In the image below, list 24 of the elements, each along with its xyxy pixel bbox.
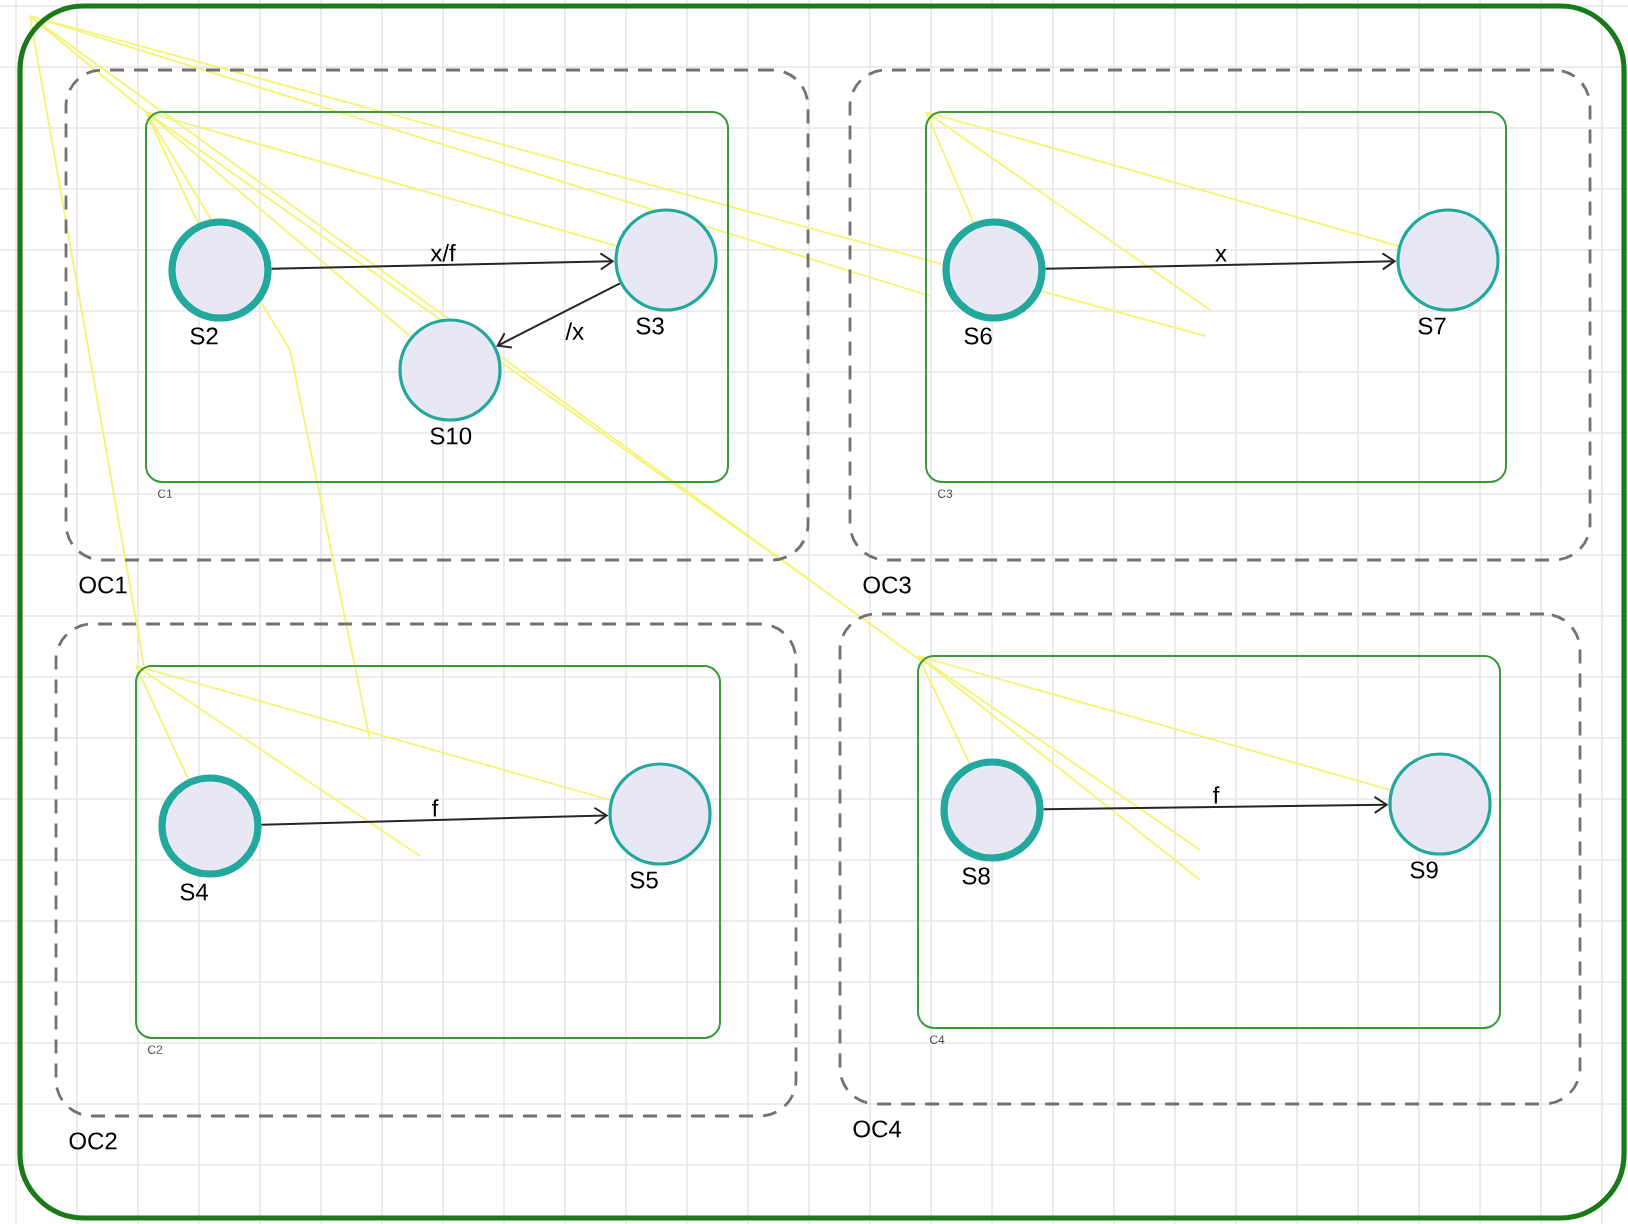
state-label: S3 [636,317,664,335]
frame [17,3,1627,1221]
state-label: S4 [180,883,209,901]
state-label: S10 [430,427,472,445]
edge-label: /x [565,322,584,341]
state-label: S5 [630,871,658,889]
state-label: S8 [962,867,990,885]
state-label: S2 [190,327,218,345]
node-label: OC1 [79,576,127,594]
arrow [1042,795,1389,814]
arrow [270,252,615,271]
node-label: OC4 [853,1120,902,1138]
state-label: S7 [1418,317,1446,335]
node-label: OC3 [863,576,911,594]
state-label: S6 [964,327,992,345]
node-label: OC2 [69,1132,117,1150]
edge-label: x [1215,248,1227,262]
arrow [1044,252,1397,271]
edge-label: f [432,799,439,817]
edge-label: x/f [430,243,456,262]
state-label: S9 [1410,861,1438,879]
edge-label: f [1213,786,1220,804]
arrow [496,282,622,349]
arrow [260,806,609,826]
